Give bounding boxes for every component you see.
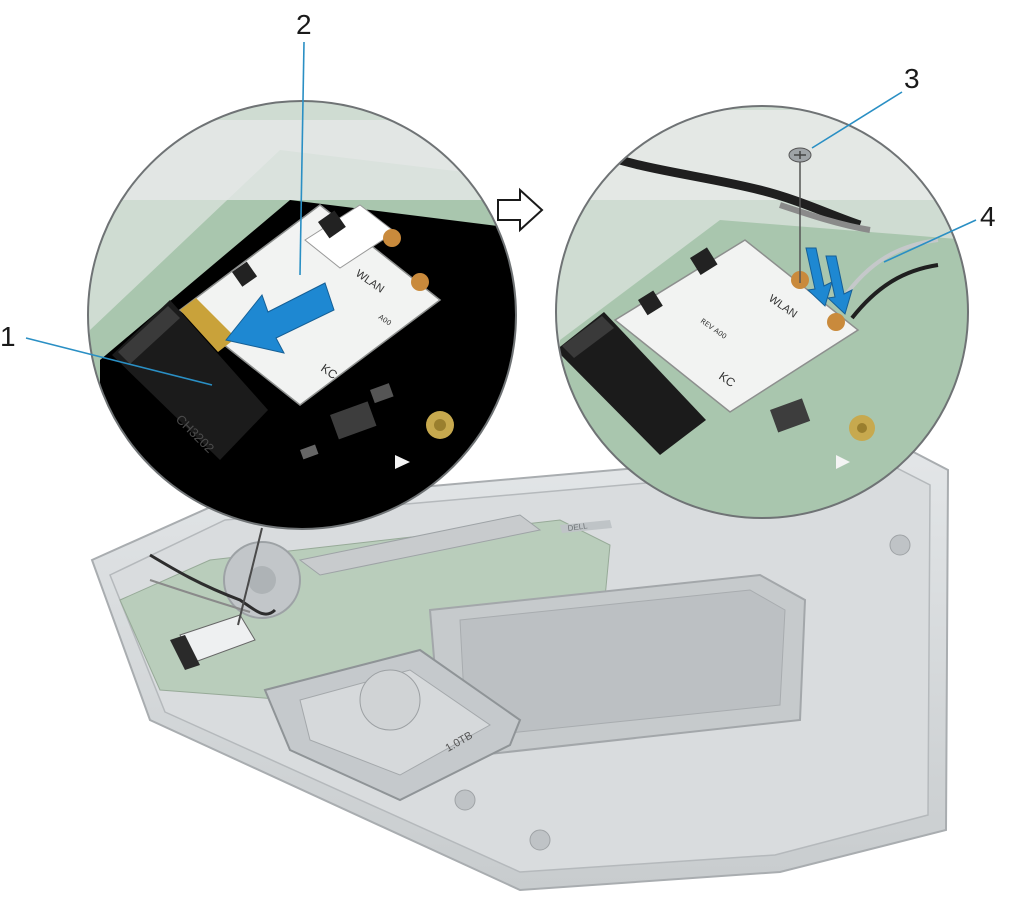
screw <box>788 147 812 283</box>
callout-number-4: 4 <box>980 201 996 232</box>
blue-left-arrow-icon <box>225 282 335 354</box>
callout-2: 2 <box>296 9 312 276</box>
magnify-connector <box>237 527 263 626</box>
blue-down-arrows-icon <box>805 247 853 315</box>
leader-line-2 <box>299 41 305 276</box>
callout-number-3: 3 <box>904 63 920 94</box>
right-detail-circle: WLAN REV A00 KC <box>555 105 969 519</box>
wireless-card-right: WLAN REV A00 KC <box>613 239 860 413</box>
wlan-card-installed <box>170 614 256 670</box>
callout-1: 1 <box>0 321 213 386</box>
leader-line-1 <box>25 337 213 386</box>
hollow-right-arrow-icon <box>497 187 544 233</box>
callout-number-1: 1 <box>0 321 16 352</box>
laptop-base: 1.0TB DELL <box>90 443 950 892</box>
leader-line-4 <box>883 219 977 263</box>
callout-3: 3 <box>811 63 920 149</box>
leader-line-3 <box>811 91 903 149</box>
hard-drive: 1.0TB <box>263 648 522 802</box>
callout-number-2: 2 <box>296 9 312 40</box>
callout-4: 4 <box>883 201 996 263</box>
brand-label: DELL <box>567 521 589 533</box>
